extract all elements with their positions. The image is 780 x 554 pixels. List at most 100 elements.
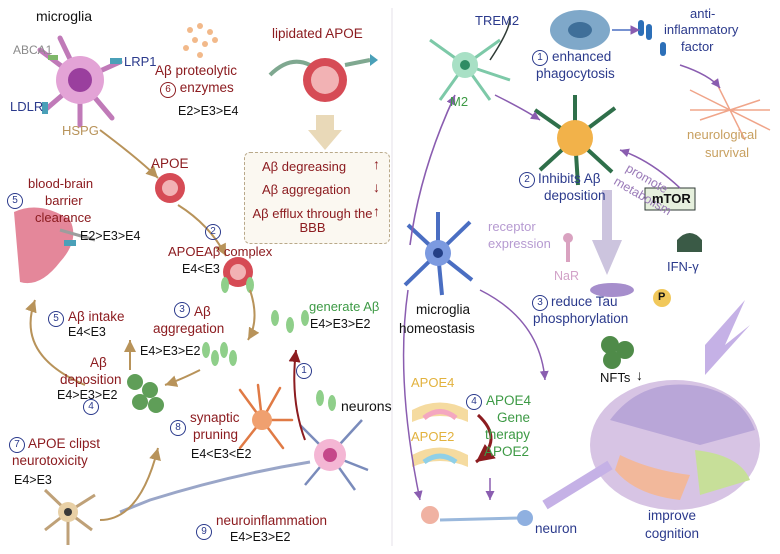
effect-aggregation: Aβ aggregation — [262, 182, 351, 197]
inhibit-down-arrow — [592, 190, 622, 275]
intake-label: Aβ intake — [68, 309, 125, 324]
step-8-badge: 8 — [170, 420, 186, 436]
clipst-order: E4>E3 — [14, 473, 52, 487]
step-4-badge: 4 — [83, 399, 99, 415]
nar-receptor-icon — [563, 233, 573, 262]
step-2-badge: 2 — [205, 224, 221, 240]
generate-label: generate Aβ — [309, 299, 380, 314]
homeostasis-line2: homeostasis — [399, 321, 475, 336]
blood-vessel-icon — [14, 207, 96, 284]
clipst-line2: neurotoxicity — [12, 453, 88, 468]
abeta-plaque-icon — [127, 374, 164, 413]
phago-line2: phagocytosis — [536, 66, 615, 81]
aggregation-line2: aggregation — [153, 321, 225, 336]
neuron-cell-icon — [119, 419, 369, 514]
apoe-abeta-complex-icon — [221, 257, 254, 293]
neuroinflammation-order: E4>E3>E2 — [230, 530, 291, 544]
ifn-label: IFN-γ — [667, 259, 699, 274]
microglia-label: microglia — [36, 8, 93, 24]
effect-degreasing: Aβ degreasing — [262, 159, 347, 174]
improve-line1: improve — [648, 508, 697, 523]
gene-line1: APOE4 — [486, 393, 532, 408]
nfts-label: NFTs — [600, 370, 631, 385]
step-3-badge: 3 — [174, 302, 190, 318]
intake-order: E4<E3 — [68, 325, 106, 339]
deposition-order: E4>E3>E2 — [57, 388, 118, 402]
inhibit-line2: deposition — [544, 188, 606, 203]
synaptic-line2: pruning — [193, 427, 239, 442]
synaptic-line1: synaptic — [190, 410, 240, 425]
neuroinflammation-label: neuroinflammation — [216, 513, 328, 528]
bbb-line1: blood-brain — [28, 176, 94, 191]
cognition-arrow — [542, 460, 613, 510]
complex-order: E4<E3 — [182, 262, 220, 276]
apoe4-structure-icon — [412, 402, 468, 422]
phosphate-icon — [653, 289, 671, 307]
right-step-1-badge: 1 — [532, 50, 548, 66]
aggregation-order: E4>E3>E2 — [140, 344, 201, 358]
tau-protein-icon — [590, 283, 634, 297]
effects-box — [244, 152, 390, 244]
astrocyte-icon — [238, 383, 294, 450]
m2-label: M2 — [450, 94, 469, 109]
ldlr-receptor-icon — [42, 102, 48, 114]
nar-label: NaR — [554, 269, 580, 283]
effect-efflux: Aβ efflux through the BBB — [252, 206, 373, 236]
phago-line1: enhanced — [552, 49, 612, 64]
nfts-down-arrow: ↓ — [636, 367, 643, 383]
synaptic-order: E4<E3<E2 — [191, 447, 252, 461]
bbb-order: E2>E3>E4 — [80, 229, 141, 243]
neurons-label: neurons — [341, 398, 392, 414]
survival-line1: neurological — [687, 127, 758, 142]
step-1-badge: 1 — [296, 363, 312, 379]
bottom-neuron-icon — [421, 506, 533, 526]
effect-down-arrow: ↓ — [373, 179, 380, 195]
apoe-label: APOE — [151, 156, 189, 171]
abeta-aggregation-icon — [202, 342, 237, 366]
microglia-small-icon — [43, 488, 96, 545]
aggregation-line1: Aβ — [194, 304, 211, 319]
right-step-2-badge: 2 — [519, 172, 535, 188]
anti-line1: anti- — [690, 6, 716, 21]
abca1-transporter-icon — [48, 55, 58, 60]
anti-inflammatory-factor-icon — [638, 20, 666, 56]
lightning-arrow-icon — [705, 300, 750, 375]
anti-line2: inflammatory — [664, 22, 739, 37]
proteolytic-enzymes-icon — [183, 23, 218, 58]
nfts-icon — [601, 336, 634, 369]
ldlr-label: LDLR — [10, 99, 44, 114]
apoe2-label: APOE2 — [411, 429, 455, 444]
effect-up-arrow-2: ↑ — [373, 203, 380, 219]
step-6-badge: 6 — [160, 82, 176, 98]
receptor-line2: expression — [488, 236, 551, 251]
hspg-label: HSPG — [62, 123, 99, 138]
survival-line2: survival — [705, 145, 750, 160]
tau-line1: reduce Tau — [551, 294, 618, 309]
ifn-receptor-icon — [677, 233, 702, 252]
tau-line2: phosphorylation — [533, 311, 629, 326]
receptor-line1: receptor — [488, 219, 536, 234]
step-5a-badge: 5 — [7, 193, 23, 209]
deposition-line2: deposition — [60, 372, 122, 387]
step-5b-badge: 5 — [48, 311, 64, 327]
clipst-line1: APOE clipst — [28, 436, 101, 451]
apoe-particle-icon — [155, 173, 185, 203]
proteolytic-label-2: 6 enzymes — [160, 80, 234, 98]
right-step-4-badge: 4 — [466, 394, 482, 410]
apoe2-structure-icon — [412, 447, 468, 467]
survival-neurons-icon — [689, 79, 771, 141]
trem2-cell-icon — [550, 10, 610, 50]
proteolytic-label: Aβ proteolytic — [155, 63, 238, 78]
microglia-cell-icon — [37, 35, 123, 128]
proteolytic-order: E2>E3>E4 — [178, 104, 239, 118]
complex-label: APOEAβ complex — [168, 244, 273, 259]
bbb-line3: clearance — [35, 210, 92, 225]
neuron-label: neuron — [535, 521, 578, 536]
anti-line3: factor — [681, 39, 714, 54]
inhibit-line1: Inhibits Aβ — [538, 171, 601, 186]
step-7-badge: 7 — [9, 437, 25, 453]
generate-order: E4>E3>E2 — [310, 317, 371, 331]
generated-abeta-icon — [271, 310, 336, 411]
